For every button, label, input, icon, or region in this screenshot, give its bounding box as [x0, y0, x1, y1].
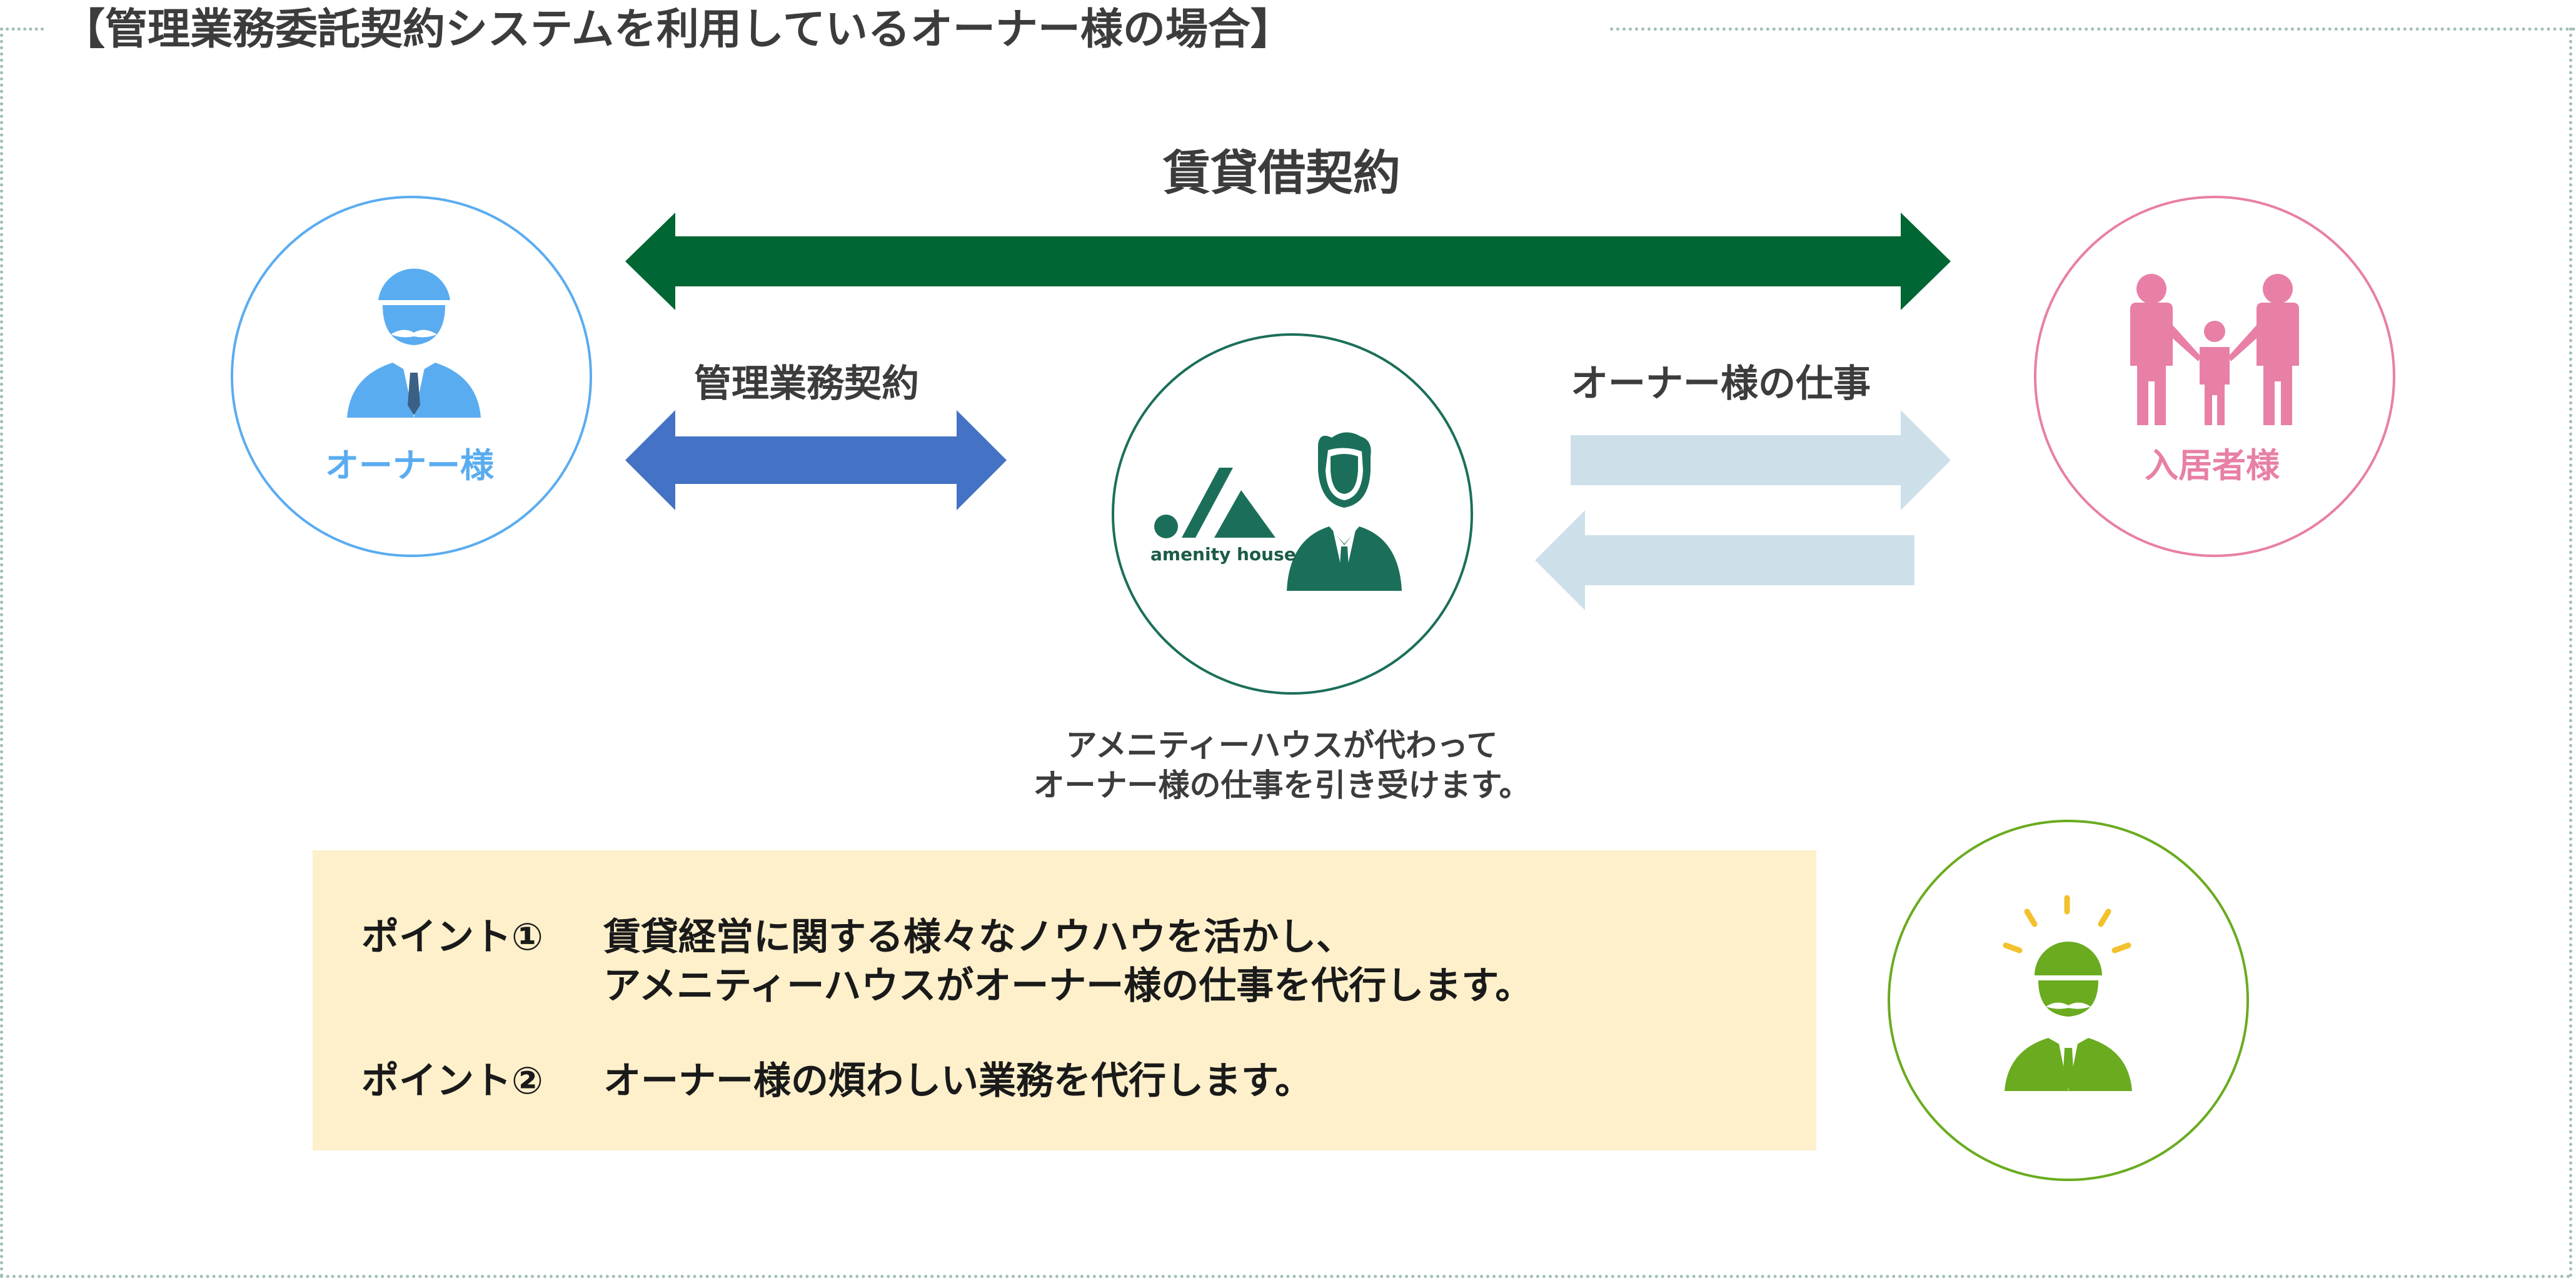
- lease-double-arrow: [625, 213, 1951, 310]
- frame-top-segment-right: [1610, 28, 2576, 31]
- company-circle: [1112, 333, 1473, 695]
- brand-name: amenity house: [1150, 544, 1296, 565]
- caption-line-2: オーナー様の仕事を引き受けます。: [1033, 767, 1531, 803]
- frame-top-segment-left: [0, 28, 44, 31]
- point-1-line-1: 賃貸経営に関する様々なノウハウを活かし、: [603, 915, 1354, 959]
- point-1-label: ポイント①: [361, 915, 543, 959]
- owner-work-arrow-right: [1571, 410, 1951, 510]
- management-double-arrow: [625, 410, 1007, 510]
- dotted-frame: [0, 28, 2572, 1278]
- company-caption: アメニティーハウスが代わって オーナー様の仕事を引き受けます。: [988, 725, 1576, 805]
- sparkle-icon: [2003, 895, 2131, 953]
- company-node: [1112, 333, 1473, 695]
- lease-contract-label: 賃貸借契約: [1163, 145, 1401, 201]
- points-box: ポイント① 賃貸経営に関する様々なノウハウを活かし、 アメニティーハウスがオーナ…: [313, 850, 1816, 1150]
- point-2-line-1: オーナー様の煩わしい業務を代行します。: [603, 1059, 1312, 1103]
- amenity-house-logo: [1154, 468, 1275, 538]
- family-icon: [2130, 274, 2299, 425]
- staff-person-icon: [1287, 432, 1402, 591]
- management-contract-label: 管理業務契約: [694, 362, 919, 406]
- owner-label: オーナー様: [325, 446, 494, 485]
- owner-node: [231, 196, 592, 557]
- owner-work-label: オーナー様の仕事: [1571, 362, 1871, 406]
- caption-line-1: アメニティーハウスが代わって: [1065, 727, 1498, 763]
- point-1-line-2: アメニティーハウスがオーナー様の仕事を代行します。: [603, 964, 1533, 1008]
- happy-owner-node: [1888, 820, 2249, 1181]
- happy-owner-icon: [2005, 942, 2132, 1091]
- tenant-node: [2034, 196, 2395, 557]
- owner-work-arrow-left: [1535, 510, 1914, 610]
- tenant-label: 入居者様: [2145, 446, 2280, 485]
- page-title: 【管理業務委託契約システムを利用しているオーナー様の場合】: [63, 5, 1293, 54]
- point-2-label: ポイント②: [361, 1059, 543, 1103]
- owner-icon: [347, 268, 481, 418]
